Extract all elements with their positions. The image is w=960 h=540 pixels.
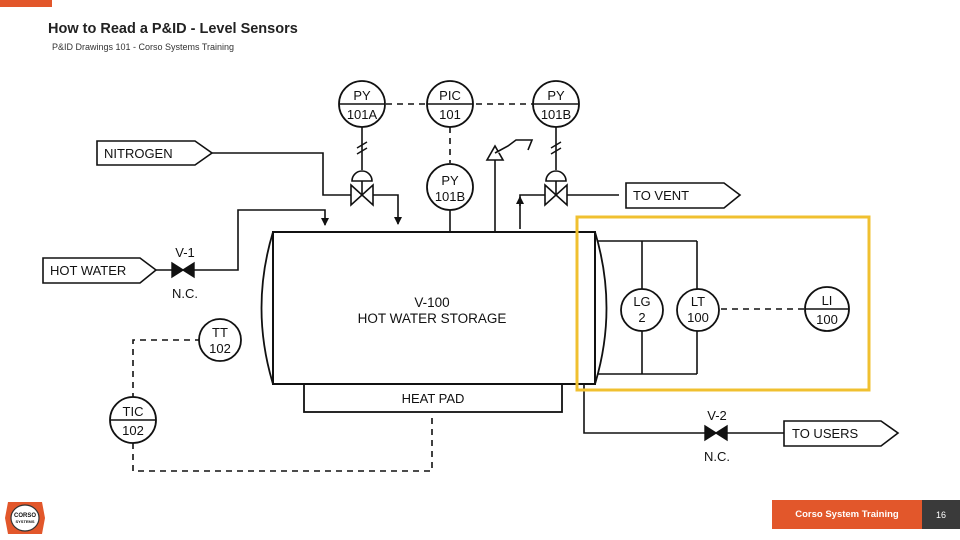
page-number: 16 — [922, 500, 960, 529]
page-subtitle: P&ID Drawings 101 - Corso Systems Traini… — [52, 42, 235, 52]
svg-text:101B: 101B — [435, 189, 465, 204]
valve-v2-tag: V-2 — [707, 408, 727, 423]
svg-text:TO USERS: TO USERS — [792, 426, 859, 441]
svg-text:100: 100 — [687, 310, 709, 325]
svg-text:PY: PY — [353, 88, 371, 103]
instrument-py-101b-mid[interactable]: PY 101B — [426, 163, 474, 211]
instrument-pic-101[interactable]: PIC 101 — [426, 80, 474, 128]
signal-ticks — [356, 141, 562, 155]
svg-text:2: 2 — [638, 310, 645, 325]
relief-valve — [485, 139, 534, 161]
svg-text:TO VENT: TO VENT — [633, 188, 689, 203]
vessel-name: HOT WATER STORAGE — [358, 311, 507, 326]
svg-text:SYSTEMS: SYSTEMS — [15, 519, 34, 524]
control-valve-nitrogen — [350, 170, 374, 207]
instrument-py-101b-top[interactable]: PY 101B — [532, 80, 580, 128]
svg-text:TT: TT — [212, 325, 228, 340]
svg-text:TIC: TIC — [123, 404, 144, 419]
valve-v1[interactable] — [171, 261, 195, 279]
level-sensor-highlight — [575, 215, 871, 392]
svg-text:PY: PY — [441, 173, 459, 188]
signal-lines — [132, 103, 806, 472]
process-piping — [156, 127, 784, 434]
top-accent-bar — [0, 0, 52, 7]
arrow-hot-water: HOT WATER — [42, 257, 158, 284]
vessel-tag: V-100 — [414, 295, 449, 310]
instrument-li-100[interactable]: LI 100 — [804, 286, 850, 332]
svg-text:101A: 101A — [347, 107, 378, 122]
svg-text:CORSO: CORSO — [14, 513, 36, 519]
valve-v1-tag: V-1 — [175, 245, 195, 260]
footer-brand: Corso System Training — [772, 500, 922, 529]
instrument-lt-100[interactable]: LT 100 — [676, 288, 720, 332]
svg-text:PY: PY — [547, 88, 565, 103]
svg-text:HOT WATER: HOT WATER — [50, 263, 126, 278]
svg-text:LG: LG — [633, 294, 650, 309]
svg-text:NITROGEN: NITROGEN — [104, 146, 173, 161]
arrow-nitrogen: NITROGEN — [96, 140, 214, 166]
svg-text:LI: LI — [822, 293, 833, 308]
level-bridle — [597, 240, 698, 375]
heat-pad-label: HEAT PAD — [402, 391, 465, 406]
valve-v2-state: N.C. — [704, 449, 730, 464]
valve-v1-state: N.C. — [172, 286, 198, 301]
svg-text:101B: 101B — [541, 107, 571, 122]
svg-text:100: 100 — [816, 312, 838, 327]
svg-text:102: 102 — [209, 341, 231, 356]
arrow-to-users: TO USERS — [783, 420, 900, 447]
control-valve-vent — [544, 170, 568, 207]
page-title: How to Read a P&ID - Level Sensors — [48, 21, 298, 37]
corso-logo: CORSO SYSTEMS — [5, 502, 45, 534]
instrument-tic-102[interactable]: TIC 102 — [109, 396, 157, 444]
arrow-to-vent: TO VENT — [625, 182, 742, 209]
valve-v2[interactable] — [704, 424, 728, 442]
instrument-lg-2[interactable]: LG 2 — [620, 288, 664, 332]
instrument-py-101a[interactable]: PY 101A — [338, 80, 386, 128]
svg-text:LT: LT — [691, 294, 705, 309]
instrument-tt-102[interactable]: TT 102 — [198, 318, 242, 362]
svg-text:101: 101 — [439, 107, 461, 122]
svg-text:PIC: PIC — [439, 88, 461, 103]
vessel-v100 — [260, 231, 608, 413]
svg-text:102: 102 — [122, 423, 144, 438]
